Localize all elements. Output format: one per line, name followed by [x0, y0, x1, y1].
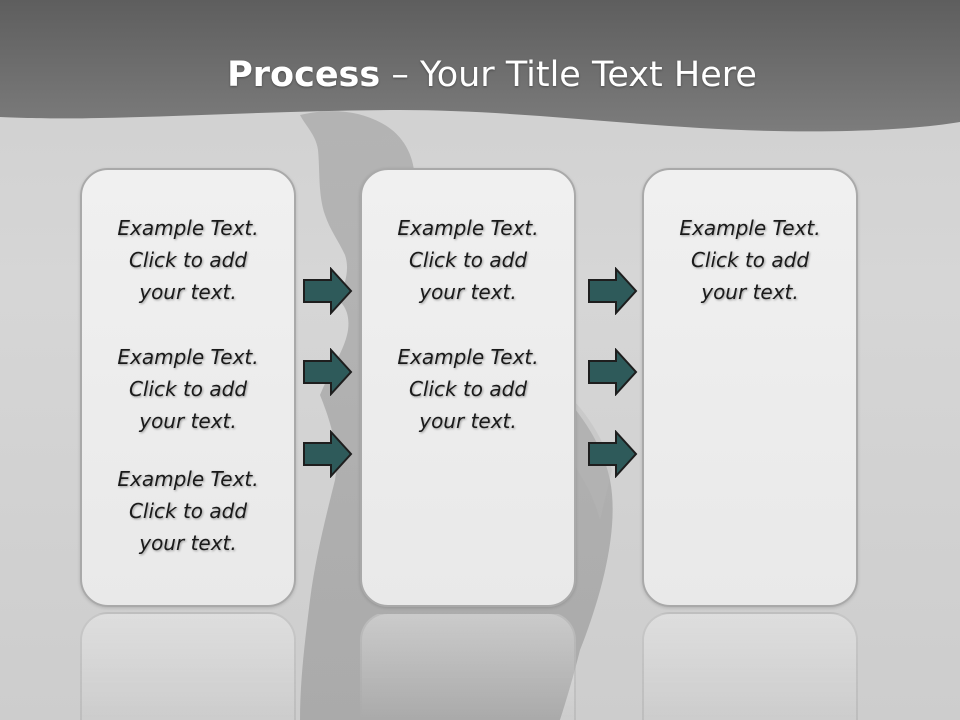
text-block[interactable]: Example Text. Click to add your text.: [362, 212, 574, 308]
text-line: your text.: [419, 280, 517, 304]
process-panel-2[interactable]: Example Text. Click to add your text. Ex…: [360, 168, 576, 607]
slide-title[interactable]: Process – Your Title Text Here: [0, 52, 960, 98]
text-line: Click to add: [128, 499, 248, 523]
right-arrow-icon[interactable]: [303, 430, 353, 478]
title-bold: Process: [227, 55, 381, 95]
text-line: Example Text.: [397, 345, 539, 369]
text-line: Click to add: [128, 377, 248, 401]
text-line: Click to add: [690, 248, 810, 272]
text-line: Click to add: [408, 377, 528, 401]
text-line: Click to add: [408, 248, 528, 272]
text-line: Example Text.: [679, 216, 821, 240]
text-line: Example Text.: [117, 467, 259, 491]
text-line: your text.: [139, 409, 237, 433]
text-block[interactable]: Example Text. Click to add your text.: [82, 212, 294, 308]
panel-reflection: [360, 612, 576, 720]
panel-reflection: [80, 612, 296, 720]
title-band: [0, 0, 960, 132]
text-block[interactable]: Example Text. Click to add your text.: [362, 341, 574, 437]
text-line: Click to add: [128, 248, 248, 272]
right-arrow-icon[interactable]: [303, 348, 353, 396]
text-line: Example Text.: [397, 216, 539, 240]
text-block[interactable]: Example Text. Click to add your text.: [82, 341, 294, 437]
right-arrow-icon[interactable]: [588, 267, 638, 315]
text-line: Example Text.: [117, 216, 259, 240]
right-arrow-icon[interactable]: [588, 348, 638, 396]
text-block[interactable]: Example Text. Click to add your text.: [644, 212, 856, 308]
title-rest: – Your Title Text Here: [391, 55, 757, 95]
panel-reflection: [642, 612, 858, 720]
right-arrow-icon[interactable]: [588, 430, 638, 478]
process-panel-1[interactable]: Example Text. Click to add your text. Ex…: [80, 168, 296, 607]
right-arrow-icon[interactable]: [303, 267, 353, 315]
process-panel-3[interactable]: Example Text. Click to add your text.: [642, 168, 858, 607]
text-line: your text.: [139, 531, 237, 555]
text-block[interactable]: Example Text. Click to add your text.: [82, 463, 294, 559]
text-line: your text.: [139, 280, 237, 304]
text-line: Example Text.: [117, 345, 259, 369]
text-line: your text.: [419, 409, 517, 433]
text-line: your text.: [701, 280, 799, 304]
